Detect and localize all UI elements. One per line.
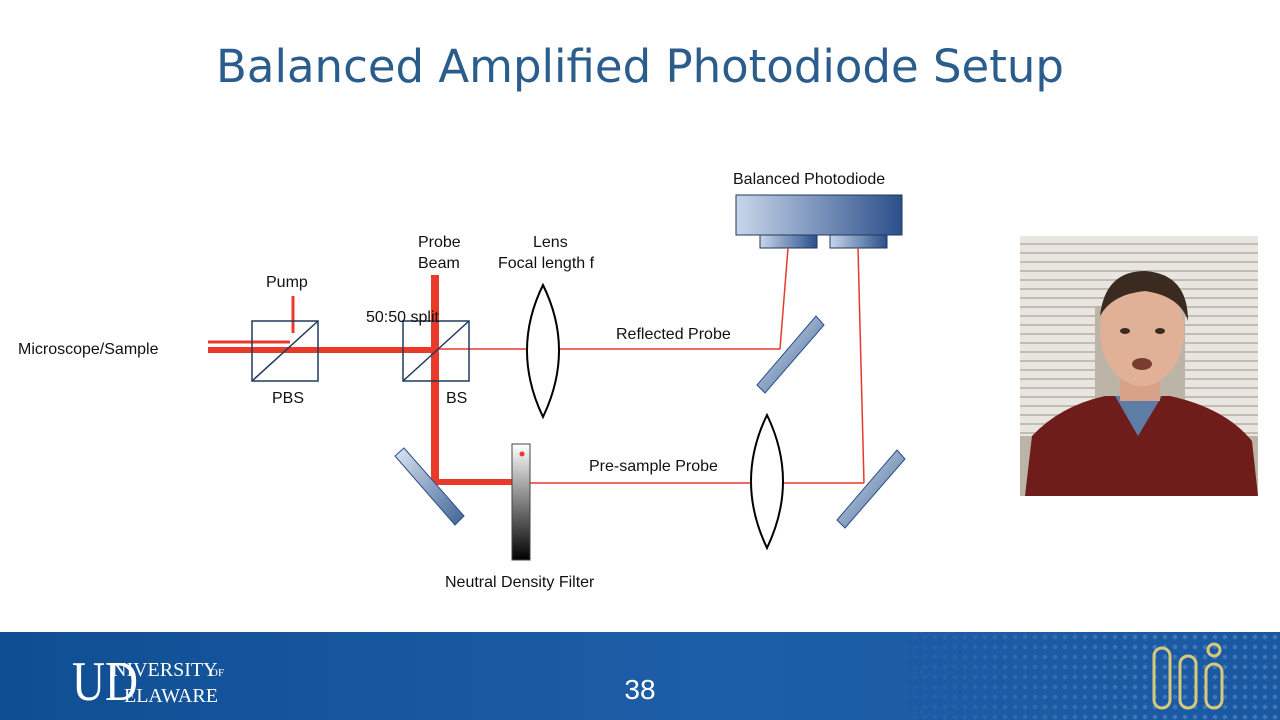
lens-bottom	[750, 412, 784, 551]
optical-setup-diagram: Balanced Photodiode Probe Beam Lens Foca…	[18, 171, 906, 591]
label-lens-line2: Focal length f	[498, 255, 595, 272]
slide-footer: UD NIVERSITY OF ELAWARE 38	[0, 632, 1280, 720]
lens-top	[526, 282, 560, 420]
page-number: 38	[624, 674, 656, 705]
label-probe-beam-line1: Probe	[418, 234, 461, 251]
university-logo: UD NIVERSITY OF ELAWARE	[72, 651, 224, 712]
beam-paths	[208, 247, 865, 485]
label-balanced-photodiode: Balanced Photodiode	[733, 171, 885, 188]
slide-title: Balanced Amplified Photodiode Setup	[216, 40, 1064, 93]
logo-delaware-text: ELAWARE	[124, 685, 218, 707]
logo-initial-u: UD	[72, 651, 138, 712]
mirror-presample	[836, 449, 906, 529]
label-lens-line1: Lens	[533, 234, 568, 251]
footer-dot-pattern	[880, 632, 1280, 720]
label-neutral-density-filter: Neutral Density Filter	[445, 574, 595, 591]
label-pre-sample-probe: Pre-sample Probe	[589, 458, 718, 475]
label-reflected-probe: Reflected Probe	[616, 326, 731, 343]
pbs-cube	[251, 320, 319, 382]
presenter-webcam	[1020, 236, 1258, 496]
logo-of-text: OF	[210, 667, 224, 679]
label-50-50-split: 50:50 split	[366, 309, 439, 326]
brand-mark-icon	[1152, 642, 1224, 710]
label-pump: Pump	[266, 274, 308, 291]
mirror-probe-turn	[394, 447, 465, 526]
mirror-reflected	[756, 315, 825, 394]
balanced-photodiode	[735, 194, 903, 249]
label-pbs: PBS	[272, 390, 304, 407]
logo-university-text: NIVERSITY	[112, 659, 218, 681]
neutral-density-filter	[511, 443, 531, 561]
bs-cube	[402, 320, 470, 382]
label-probe-beam-line2: Beam	[418, 255, 460, 272]
label-bs: BS	[446, 390, 467, 407]
label-microscope-sample: Microscope/Sample	[18, 341, 159, 358]
